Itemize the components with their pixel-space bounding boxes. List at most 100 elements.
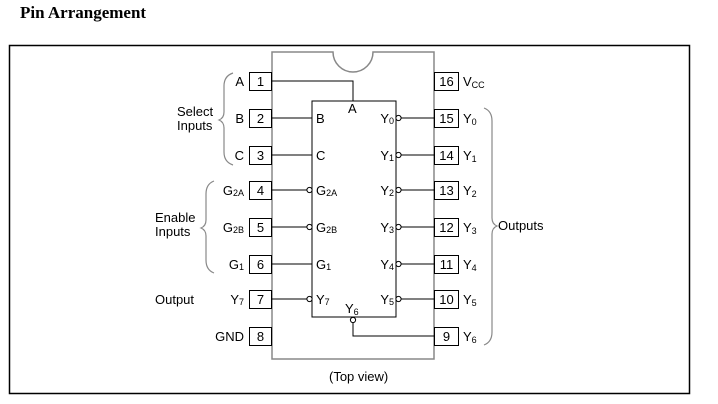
pin-1: 1A: [235, 72, 272, 91]
pin-signal-name: Y3: [463, 220, 477, 236]
pin-number: 2: [257, 111, 264, 126]
pin-signal-name: Y7: [230, 292, 244, 307]
pin-box: [249, 72, 272, 91]
inner-pin-label: C: [316, 148, 325, 163]
pin-signal-name: B: [235, 111, 244, 126]
inner-pin-label: G2B: [316, 220, 337, 235]
pin-number: 10: [439, 292, 453, 307]
pin-signal-name: Y5: [463, 292, 477, 308]
pin-number: 6: [257, 257, 264, 272]
inner-label-y6: Y6: [345, 301, 359, 317]
pin-signal-name: G2B: [223, 220, 244, 235]
pin-7: 7 Y7 Y7: [230, 290, 330, 309]
pin-number: 3: [257, 148, 264, 163]
pin-box: [434, 181, 459, 200]
inner-pin-label: Y3: [380, 220, 394, 235]
pin-box: [434, 290, 459, 309]
pin-number: 12: [439, 220, 453, 235]
pin-number: 11: [440, 257, 454, 272]
inner-label-A: A: [348, 101, 357, 116]
pin-box: [434, 218, 459, 237]
pin-signal-name: A: [235, 74, 244, 89]
pin-signal-name: C: [235, 148, 244, 163]
pin-box: [249, 255, 272, 274]
decoder-logic-block: [311, 100, 397, 318]
inversion-bubble: [395, 114, 402, 122]
pin-number: 13: [439, 183, 453, 198]
inversion-bubble: [395, 151, 402, 159]
inversion-bubble: [395, 295, 402, 303]
enable-inputs-label-line1: Enable: [155, 210, 195, 225]
pin-6: 6 G1 G1: [229, 255, 331, 274]
outputs-brace: [483, 107, 499, 346]
select-inputs-label-line1: Select: [177, 104, 214, 119]
section-title: Pin Arrangement: [20, 3, 147, 22]
pin-signal-name: G1: [229, 257, 244, 272]
pin-9: 9 Y6: [434, 327, 477, 346]
pin1-wire: [272, 80, 354, 101]
pin-signal-name: Y4: [463, 257, 477, 273]
pin-16: 16 VCC: [434, 72, 485, 91]
pin9-wire: [352, 323, 434, 337]
pin-box: [249, 290, 272, 309]
pin-number: 5: [257, 220, 264, 235]
inversion-bubble: [395, 186, 402, 194]
pin-box: [434, 109, 459, 128]
pin-box: [249, 327, 272, 346]
inner-pin-label: Y1: [380, 148, 394, 163]
pin-number: 9: [443, 329, 450, 344]
pin-box: [249, 146, 272, 165]
inner-pin-label: Y7: [316, 292, 330, 307]
pin-box: [249, 181, 272, 200]
pin-signal-name: Y0: [463, 111, 477, 127]
inner-pin-label: Y4: [380, 257, 394, 272]
pin-box: [249, 218, 272, 237]
inner-pin-label: Y2: [380, 183, 394, 198]
select-inputs-label-line2: Inputs: [177, 118, 213, 133]
inversion-bubble: [306, 186, 313, 194]
pin-signal-name: GND: [215, 329, 244, 344]
pin-signal-name: VCC: [463, 74, 485, 90]
inner-pin-label: G2A: [316, 183, 337, 198]
y6-inversion-bubble: [349, 316, 357, 324]
ic-package-outline: [271, 51, 435, 360]
pin-box: [434, 327, 459, 346]
inner-pin-label: Y5: [380, 292, 394, 307]
enable-inputs-label-line2: Inputs: [155, 224, 191, 239]
pin-14: 14 Y1 Y1: [380, 146, 477, 165]
pin-number: 15: [439, 111, 453, 126]
pin-4: 4 G2A G2A: [223, 181, 337, 200]
pin-number: 4: [257, 183, 264, 198]
pin-box: [434, 255, 459, 274]
pin-signal-name: Y2: [463, 183, 477, 199]
pin-number: 8: [257, 329, 264, 344]
inner-pin-label: G1: [316, 257, 331, 272]
inversion-bubble: [306, 223, 313, 231]
pin-number: 7: [257, 292, 264, 307]
pin-number: 1: [257, 74, 264, 89]
outputs-label: Outputs: [498, 218, 544, 233]
inversion-bubble: [395, 223, 402, 231]
inversion-bubble: [395, 260, 402, 268]
pin-number: 16: [439, 74, 453, 89]
pin-13: 13 Y2 Y2: [380, 181, 477, 200]
inversion-bubble: [306, 295, 313, 303]
pin-signal-name: Y1: [463, 148, 477, 164]
pin-box: [249, 109, 272, 128]
inner-pin-label: Y0: [380, 111, 394, 126]
figure-frame: [8, 44, 691, 395]
output-label: Output: [155, 292, 194, 307]
top-view-caption: (Top view): [329, 369, 388, 384]
pin-8: 8 GND: [215, 327, 272, 346]
pin-10: 10 Y5 Y5: [380, 290, 477, 309]
pin-5: 5 G2B G2B: [223, 218, 337, 237]
select-inputs-brace: [217, 72, 234, 166]
pin-box: [434, 146, 459, 165]
pin-signal-name: G2A: [223, 183, 244, 198]
pin-11: 11 Y4 Y4: [380, 255, 477, 274]
pin-signal-name: Y6: [463, 329, 477, 345]
inner-pin-label: B: [316, 111, 325, 126]
pin-number: 14: [439, 148, 453, 163]
